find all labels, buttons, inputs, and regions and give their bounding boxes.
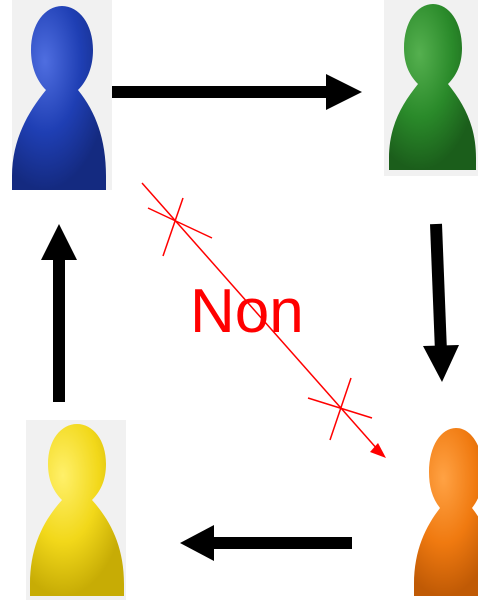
blue-pawn [12, 0, 112, 190]
orange-pawn [414, 428, 478, 596]
green-pawn [384, 0, 478, 176]
arrow-green-to-orange [423, 224, 459, 382]
arrow-blue-to-green [112, 74, 362, 110]
arrow-orange-to-yellow [180, 525, 352, 561]
yellow-pawn [26, 420, 126, 600]
cross-mark-lower [308, 378, 372, 440]
forbidden-label: Non [190, 277, 304, 346]
arrow-yellow-to-blue [41, 224, 77, 402]
